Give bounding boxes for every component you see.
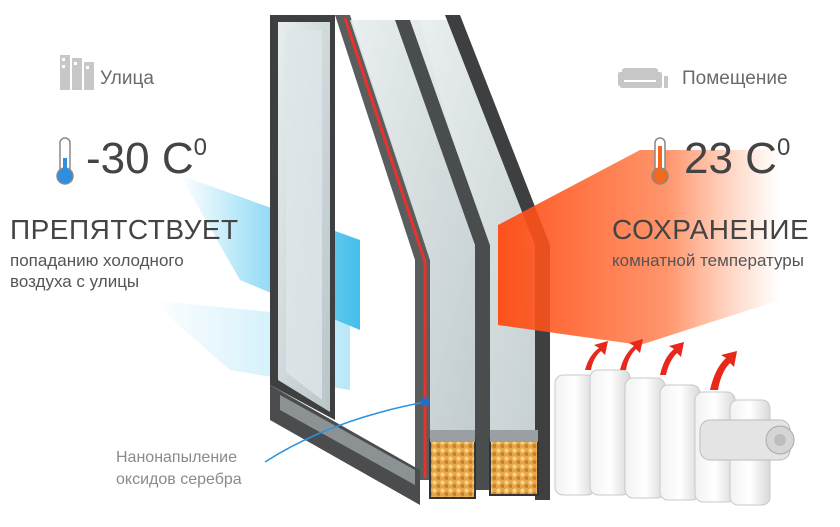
outside-temperature-value: -30 С <box>86 134 194 183</box>
coating-callout-line1: Нанонапыление <box>116 449 237 466</box>
inside-label: Помещение <box>682 68 788 89</box>
inside-description: комнатной температуры <box>612 251 804 270</box>
heat-arrows <box>585 339 737 390</box>
coating-callout-dot <box>421 398 429 406</box>
warm-air-beam <box>498 150 780 345</box>
outside-description-line1: попаданию холодного <box>10 251 184 270</box>
thermometer-cold-icon <box>56 137 74 185</box>
building-icon <box>60 55 94 90</box>
outside-degree-mark: 0 <box>193 134 207 162</box>
inside-degree-mark: 0 <box>776 134 791 162</box>
coating-callout-leader <box>264 401 426 463</box>
outside-headline: ПРЕПЯТСТВУЕТ <box>10 214 239 245</box>
inside-temperature: 23 С0 <box>684 134 790 184</box>
spacer-desiccant-left <box>429 439 476 499</box>
outside-description-line2: воздуха с улицы <box>10 272 140 291</box>
thermometer-warm-icon <box>651 137 669 185</box>
spacer-desiccant-right <box>489 439 539 496</box>
sofa-icon <box>618 68 668 88</box>
coating-callout-line2: оксидов серебра <box>116 471 242 488</box>
inside-headline: СОХРАНЕНИЕ <box>612 214 810 245</box>
outside-temperature: -30 С0 <box>86 134 207 184</box>
outside-label: Улица <box>100 68 154 89</box>
inside-temperature-value: 23 С <box>684 134 777 183</box>
radiator <box>554 369 795 506</box>
